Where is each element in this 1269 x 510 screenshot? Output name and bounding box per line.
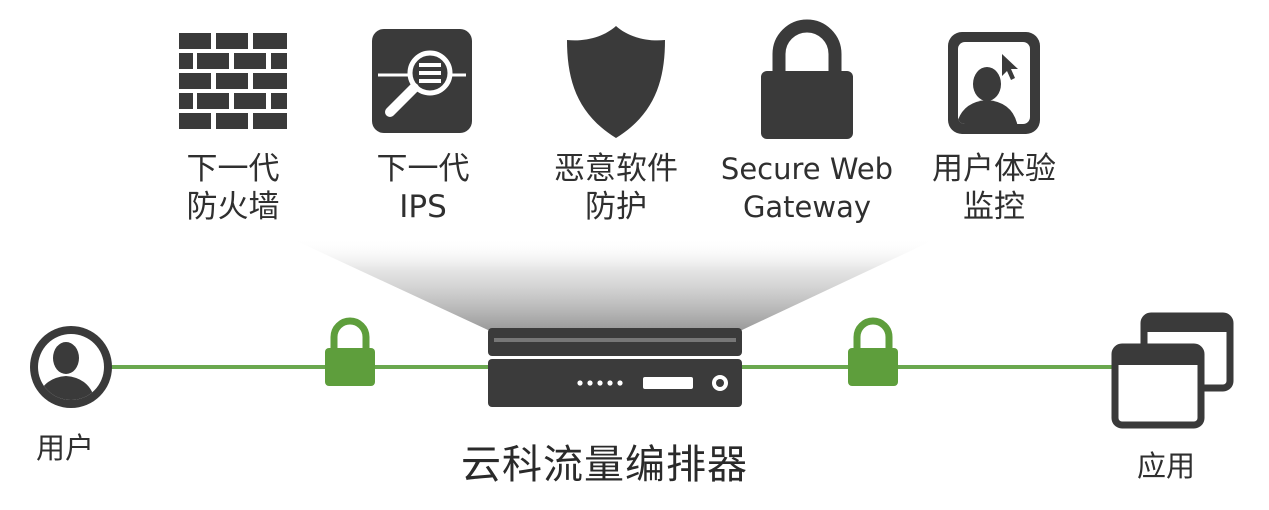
service-line2: 防火墙 [186, 189, 280, 225]
user-label: 用户 [36, 431, 95, 465]
funnel-shape [290, 238, 938, 330]
service-line1: 用户体验 [932, 151, 1056, 187]
service-line1: 下一代 [376, 151, 470, 187]
service-label-swg: Secure Web Gateway [700, 150, 914, 226]
padlock-right-icon [848, 317, 898, 386]
application-windows-icon [1111, 312, 1234, 429]
shield-icon [567, 26, 665, 138]
service-label-firewall: 下一代 防火墙 [168, 150, 298, 226]
application-label: 应用 [1137, 449, 1196, 483]
broker-title: 云科流量编排器 [461, 442, 748, 488]
service-line1: Secure Web [720, 152, 894, 186]
user-cursor-icon [948, 32, 1040, 134]
service-label-ips: 下一代 IPS [358, 150, 488, 226]
service-line2: IPS [399, 189, 447, 225]
padlock-left-icon [325, 317, 375, 386]
service-label-uem: 用户体验 监控 [919, 150, 1069, 226]
service-line2: 防护 [585, 189, 647, 225]
ips-search-icon [372, 29, 472, 133]
service-line1: 恶意软件 [554, 151, 678, 187]
broker-device-icon [488, 328, 742, 407]
service-label-malware: 恶意软件 防护 [541, 150, 691, 226]
service-line1: 下一代 [186, 151, 280, 187]
firewall-icon [179, 33, 287, 129]
user-icon [30, 326, 112, 408]
lock-icon [761, 19, 853, 139]
service-line2: 监控 [963, 189, 1025, 225]
service-line2: Gateway [742, 190, 872, 224]
